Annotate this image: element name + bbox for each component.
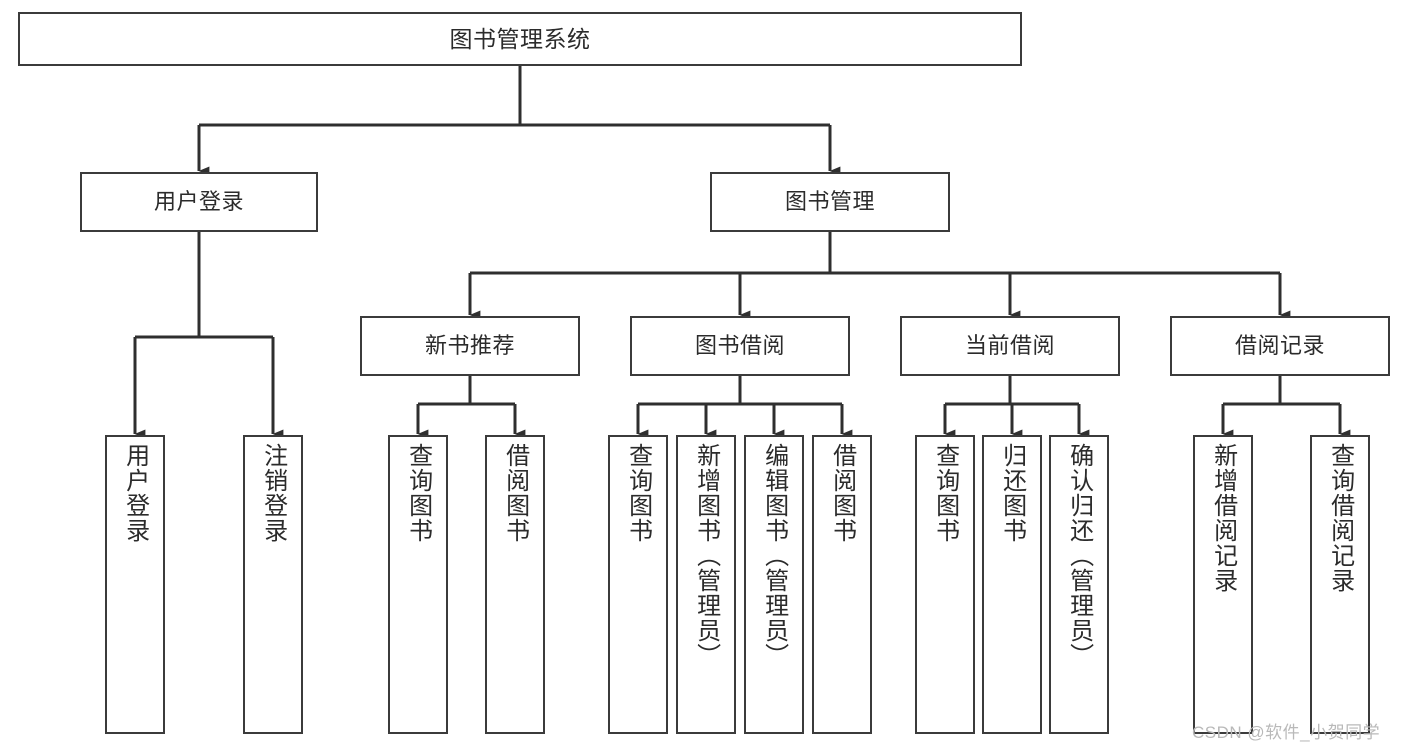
leaf-node-query-book-current-label: 查询图书	[931, 443, 959, 543]
leaf-node-add-book-admin[interactable]: 新增图书（管理员）	[676, 435, 736, 734]
node-borrow-record[interactable]: 借阅记录	[1170, 316, 1390, 376]
leaf-node-user-login-label: 用户登录	[121, 443, 149, 543]
leaf-node-edit-book-admin-label: 编辑图书（管理员）	[760, 443, 788, 668]
leaf-node-confirm-return-admin-label: 确认归还（管理员）	[1065, 443, 1093, 668]
node-user-login-label: 用户登录	[153, 188, 244, 214]
leaf-node-query-book-recommendation[interactable]: 查询图书	[388, 435, 448, 734]
node-current-borrow[interactable]: 当前借阅	[900, 316, 1120, 376]
leaf-node-logout[interactable]: 注销登录	[243, 435, 303, 734]
node-book-management-label: 图书管理	[784, 188, 875, 214]
leaf-node-borrow-book[interactable]: 借阅图书	[812, 435, 872, 734]
node-new-book-recommendation-label: 新书推荐	[424, 332, 515, 358]
leaf-node-query-borrow-record[interactable]: 查询借阅记录	[1310, 435, 1370, 734]
node-book-borrow[interactable]: 图书借阅	[630, 316, 850, 376]
node-new-book-recommendation[interactable]: 新书推荐	[360, 316, 580, 376]
leaf-node-edit-book-admin[interactable]: 编辑图书（管理员）	[744, 435, 804, 734]
node-book-borrow-label: 图书借阅	[694, 332, 785, 358]
leaf-node-borrow-book-recommendation-label: 借阅图书	[501, 443, 529, 543]
leaf-node-query-borrow-record-label: 查询借阅记录	[1326, 443, 1354, 593]
connector-lines	[133, 66, 1351, 439]
leaf-node-return-book-label: 归还图书	[998, 443, 1026, 543]
leaf-node-confirm-return-admin[interactable]: 确认归还（管理员）	[1049, 435, 1109, 734]
leaf-node-query-book-recommendation-label: 查询图书	[404, 443, 432, 543]
node-current-borrow-label: 当前借阅	[964, 332, 1055, 358]
node-root-system[interactable]: 图书管理系统	[18, 12, 1022, 66]
node-book-management[interactable]: 图书管理	[710, 172, 950, 232]
leaf-node-borrow-book-label: 借阅图书	[828, 443, 856, 543]
leaf-node-query-book-current[interactable]: 查询图书	[915, 435, 975, 734]
leaf-node-user-login[interactable]: 用户登录	[105, 435, 165, 734]
node-user-login[interactable]: 用户登录	[80, 172, 318, 232]
node-root-label: 图书管理系统	[449, 25, 591, 52]
leaf-node-query-book-borrow[interactable]: 查询图书	[608, 435, 668, 734]
leaf-node-add-book-admin-label: 新增图书（管理员）	[692, 443, 720, 668]
leaf-node-add-borrow-record-label: 新增借阅记录	[1209, 443, 1237, 593]
leaf-node-query-book-borrow-label: 查询图书	[624, 443, 652, 543]
leaf-node-logout-label: 注销登录	[259, 443, 287, 543]
leaf-node-borrow-book-recommendation[interactable]: 借阅图书	[485, 435, 545, 734]
node-borrow-record-label: 借阅记录	[1234, 332, 1325, 358]
leaf-node-add-borrow-record[interactable]: 新增借阅记录	[1193, 435, 1253, 734]
leaf-node-return-book[interactable]: 归还图书	[982, 435, 1042, 734]
